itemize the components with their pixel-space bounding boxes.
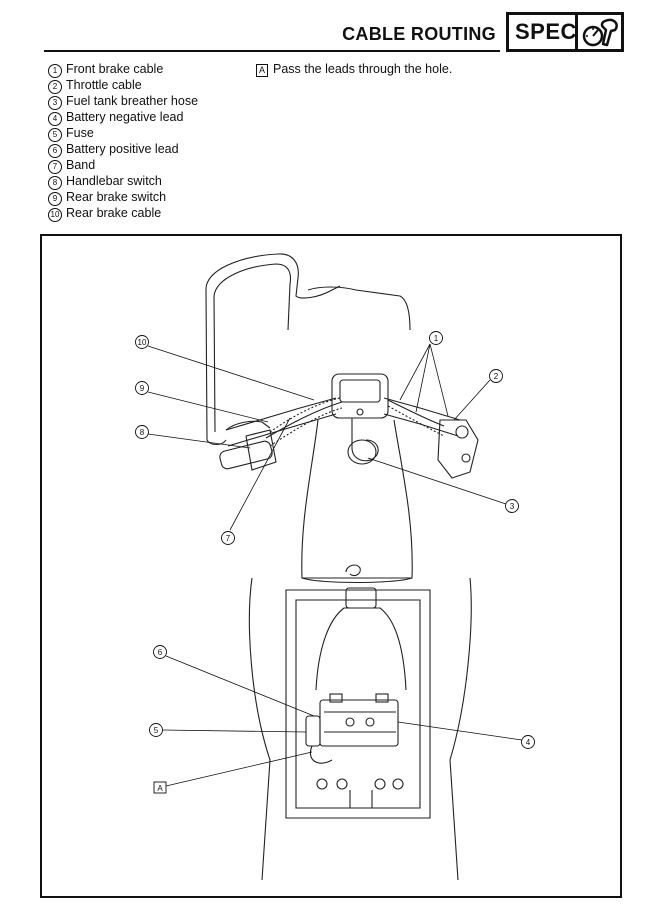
callout-label: 4 [526,738,531,747]
battery-well [315,607,407,691]
page-header: CABLE ROUTING SPEC [0,0,654,60]
legend-label: Battery positive lead [66,142,179,156]
callout-number: 6 [48,144,62,158]
legend-item: 7 Band [48,158,198,174]
legend-item: 8 Handlebar switch [48,174,198,190]
callout-marker-1: 1 [429,331,443,345]
callout-marker-4: 4 [521,735,535,749]
cable-bundle-right [387,399,445,427]
handlebar-left [225,397,337,431]
legend-item: 3 Fuel tank breather hose [48,94,198,110]
callout-label: 7 [226,534,231,543]
legend-label: Fuel tank breather hose [66,94,199,108]
callout-number: 5 [48,128,62,142]
breather-hose [351,418,379,462]
callout-marker-6: 6 [153,645,167,659]
spec-badge: SPEC [506,12,624,52]
legend-label: Battery negative lead [66,110,184,124]
callout-label: 3 [510,502,515,511]
windshield [205,253,341,299]
page-title: CABLE ROUTING [342,24,496,44]
callout-number: 10 [48,208,62,222]
wrench-gauge-icon [582,18,618,47]
legend-label: Handlebar switch [66,174,162,188]
callout-marker-8: 8 [135,425,149,439]
legend-label: Front brake cable [66,62,164,76]
legend-item: 6 Battery positive lead [48,142,198,158]
callout-marker-10: 10 [135,335,149,349]
legend-label: Band [66,158,96,172]
legend-list: 1 Front brake cable 2 Throttle cable 3 Fuel… [48,62,198,222]
legend-item: 5 Fuse [48,126,198,142]
callout-label: 10 [138,338,147,347]
legend-item: 4 Battery negative lead [48,110,198,126]
front-fender [307,286,411,331]
callout-label: 2 [494,372,499,381]
header-rule [44,50,500,52]
handlebar-right [383,397,461,421]
legend-item: 10 Rear brake cable [48,206,198,222]
callout-marker-A: A [153,781,167,794]
callout-label: 1 [434,334,439,343]
meter-cluster [331,373,389,419]
spec-badge-divider [575,15,578,49]
note-letter: A [256,64,268,77]
legend-item: 1 Front brake cable [48,62,198,78]
legend-item: 9 Rear brake switch [48,190,198,206]
battery [319,699,399,747]
callout-number: 4 [48,112,62,126]
legend-label: Rear brake cable [66,206,162,220]
callout-number: 7 [48,160,62,174]
callout-number: 2 [48,80,62,94]
callout-label: 5 [154,726,159,735]
legend-item: 2 Throttle cable [48,78,198,94]
callout-number: 3 [48,96,62,110]
legend-label: Rear brake switch [66,190,167,204]
rear-body [248,577,271,881]
callout-marker-2: 2 [489,369,503,383]
callout-marker-7: 7 [221,531,235,545]
callout-label: 8 [140,428,145,437]
cable-bundle-left [269,397,341,433]
handlebar-switch [245,429,277,471]
callout-label: A [157,784,163,793]
callout-number: 1 [48,64,62,78]
callout-marker-5: 5 [149,723,163,737]
diagram-callouts: 10 9 8 7 1 2 3 6 5 A 4 [135,331,535,794]
callout-marker-9: 9 [135,381,149,395]
note-text: Pass the leads through the hole. [273,62,453,76]
callout-number: 8 [48,176,62,190]
callout-number: 9 [48,192,62,206]
callout-label: 6 [158,648,163,657]
callout-marker-3: 3 [505,499,519,513]
routing-note: A Pass the leads through the hole. [256,62,452,77]
cable-routing-diagram [40,234,622,898]
legend-label: Throttle cable [66,78,142,92]
fuse-holder [305,715,321,747]
left-grip [219,440,273,470]
legend-label: Fuse [66,126,94,140]
throttle-assembly [437,419,479,479]
fuel-tank [301,419,413,579]
spec-badge-label: SPEC [515,19,577,44]
callout-label: 9 [140,384,145,393]
